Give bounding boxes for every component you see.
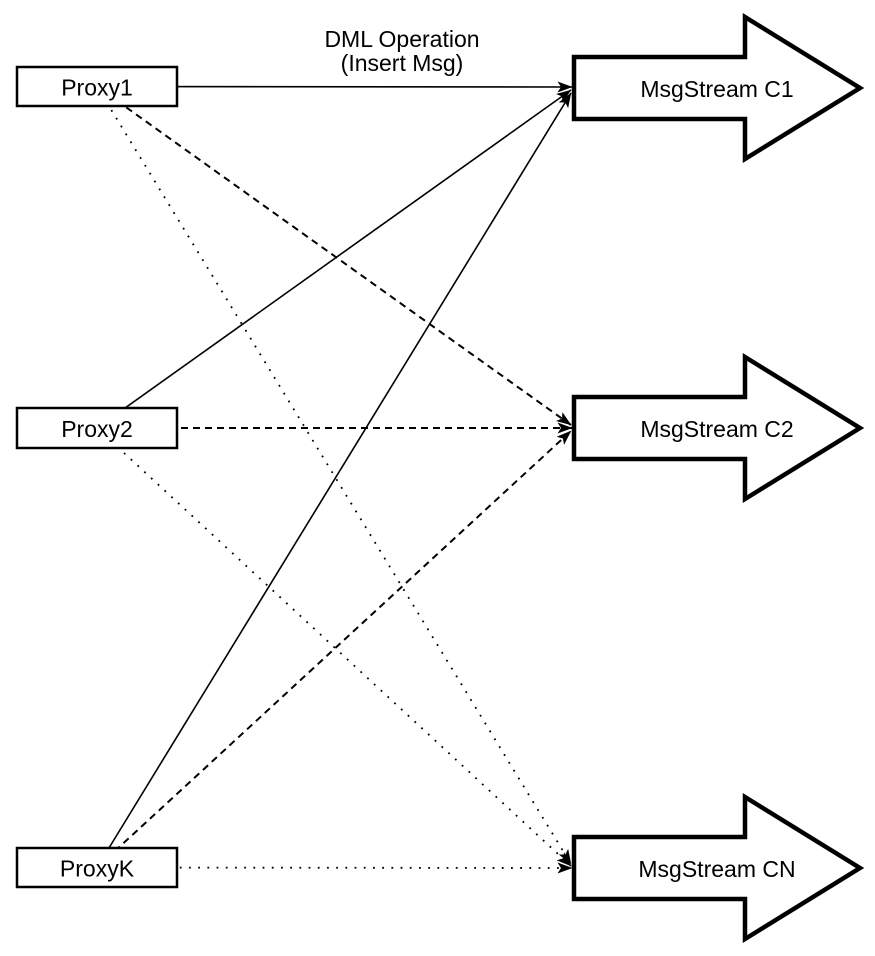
- proxyk-node: ProxyK: [15, 846, 179, 889]
- edge-annotation: DML Operation (Insert Msg): [324, 26, 479, 76]
- proxy1-node: Proxy1: [15, 65, 179, 108]
- edge-proxyk-c2-dashed: [96, 430, 572, 869]
- edge-proxy2-c1-solid: [96, 89, 572, 429]
- edge-annotation-line2: (Insert Msg): [341, 50, 464, 76]
- msgstream-c2-label: MsgStream C2: [640, 416, 793, 442]
- edge-proxy2-cn-dotted: [96, 427, 572, 867]
- edge-proxyk-cn-dotted: [96, 862, 573, 874]
- proxyk-box: [15, 846, 179, 889]
- msgstream-cn-label: MsgStream CN: [638, 856, 795, 882]
- edge-annotation-line1: DML Operation: [324, 26, 479, 52]
- msgstream-c1-node: MsgStream C1: [571, 12, 865, 164]
- msgstream-c1-shape: [571, 12, 865, 164]
- proxy1-label: Proxy1: [61, 75, 133, 101]
- edge-proxy1-cn-dotted: [96, 86, 572, 865]
- msgstream-c2-shape: [571, 352, 865, 504]
- edge-proxyk-c1-solid: [96, 92, 572, 868]
- proxy1-box: [15, 65, 179, 108]
- edge-proxy1-c2-dashed: [96, 85, 572, 426]
- proxy2-box: [15, 406, 179, 450]
- proxy2-label: Proxy2: [61, 416, 133, 442]
- msgstream-c2-node: MsgStream C2: [571, 352, 865, 504]
- msgstream-cn-shape: [571, 792, 865, 944]
- msgstream-cn-node: MsgStream CN: [571, 792, 865, 944]
- proxy2-node: Proxy2: [15, 406, 179, 450]
- edge-group: [96, 81, 573, 874]
- msgstream-c1-label: MsgStream C1: [640, 76, 793, 102]
- proxyk-label: ProxyK: [60, 856, 135, 882]
